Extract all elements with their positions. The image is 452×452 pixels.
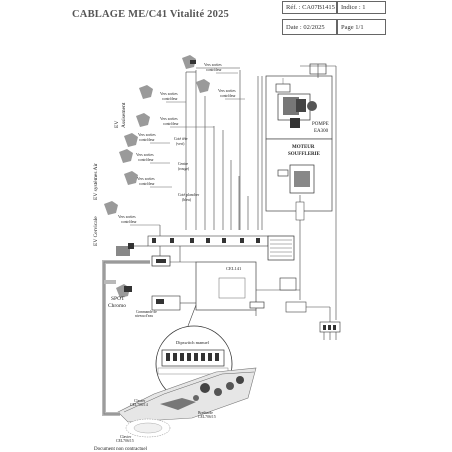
keypads: Clavier CEL706/14 Bretharde CEL706/15 Cl…	[116, 367, 257, 443]
valve-2: Vers sorties contrôleur	[196, 79, 245, 100]
blower-label: SOUFFLERIE	[288, 152, 321, 157]
group-label-assis-2: Assisement	[121, 102, 127, 128]
keypad-bottom-ref: CEL706/15	[116, 439, 134, 443]
svg-text:Vers sorties: Vers sorties	[160, 92, 178, 96]
group-label-cervicale: EV Cervicale	[93, 216, 99, 246]
svg-text:contrôleur: contrôleur	[163, 122, 179, 126]
spot-label: SPOT	[111, 296, 125, 302]
transformer	[116, 243, 148, 256]
light-connector	[151, 255, 171, 267]
main-harness	[102, 260, 150, 416]
svg-text:contrôleur: contrôleur	[206, 68, 222, 72]
spot-sub: Chromo	[108, 303, 126, 309]
svg-text:contrôleur: contrôleur	[162, 97, 178, 101]
valve-cervicale: Vers sorties contrôleur	[104, 201, 161, 238]
valve-4: Vers sorties contrôleur	[136, 113, 214, 128]
svg-text:contrôleur: contrôleur	[121, 220, 137, 224]
date-box: Date : 02/2025	[282, 19, 337, 35]
svg-text:Coté plancher: Coté plancher	[178, 193, 200, 197]
valve-1: Vers sorties contrôleur	[182, 55, 238, 74]
svg-text:Vers sorties: Vers sorties	[136, 153, 154, 157]
page-title: CABLAGE ME/C41 Vitalité 2025	[72, 9, 229, 20]
svg-text:contrôleur: contrôleur	[139, 182, 155, 186]
group-label-assis: EV	[114, 121, 120, 128]
pump-ref: EA300	[314, 129, 329, 134]
group-label-air: EV systèmes Air	[93, 163, 99, 200]
main-board: CEL141	[147, 230, 337, 320]
keypad-right-ref: CEL706/15	[198, 415, 216, 419]
valve-3: Vers sorties contrôleur	[139, 85, 186, 103]
svg-text:(vert): (vert)	[176, 142, 185, 146]
svg-text:Centre: Centre	[178, 162, 188, 166]
svg-text:Commande de: Commande de	[136, 310, 157, 314]
svg-text:(bleu): (bleu)	[182, 198, 192, 202]
valve-centre: Vers sorties contrôleur Centre (rouge)	[119, 149, 190, 171]
reference-box: Réf. : CA07B1415	[282, 1, 337, 14]
capacitor	[295, 201, 305, 221]
keypad-left-label: Clavier	[134, 399, 146, 403]
svg-text:Vers sorties: Vers sorties	[160, 117, 178, 121]
svg-text:Vers sorties: Vers sorties	[138, 133, 156, 137]
motor-label: MOTEUR	[292, 145, 315, 150]
svg-text:niveau d'eau: niveau d'eau	[135, 314, 153, 318]
valve-cote-tete: Vers sorties contrôleur Coté tête (vert)	[124, 133, 188, 147]
footer-disclaimer: Document non contractuel	[94, 447, 148, 452]
spot-chromo: SPOT Chromo Commande de niveau d'eau	[108, 284, 196, 318]
keypad-left-ref: CEL706/14	[130, 403, 148, 407]
index-box: Indice : 1	[337, 1, 386, 14]
svg-text:(rouge): (rouge)	[178, 167, 190, 171]
page-box: Page 1/1	[337, 19, 386, 35]
valve-wires	[185, 67, 263, 230]
keypad-bottom-label: Clavier	[120, 435, 132, 439]
svg-text:Coté tête: Coté tête	[174, 137, 188, 141]
cel-label: CEL141	[226, 266, 241, 271]
power-connector	[319, 307, 341, 340]
inject-box	[279, 277, 297, 291]
svg-text:Vers sorties: Vers sorties	[118, 215, 136, 219]
svg-text:Vers sorties: Vers sorties	[137, 177, 155, 181]
svg-text:contrôleur: contrôleur	[139, 138, 155, 142]
pump-section: POMPE EA300 MOTEUR SOUFFLERIE	[265, 63, 337, 240]
svg-text:contrôleur: contrôleur	[220, 94, 236, 98]
svg-text:Vers sorties: Vers sorties	[218, 89, 236, 93]
keypad-right-label: Bretharde	[198, 411, 213, 415]
dipswitch-label: Dipswitch manuel	[176, 340, 210, 345]
pump-windings	[283, 97, 299, 115]
svg-text:contrôleur: contrôleur	[138, 158, 154, 162]
svg-text:Vers sorties: Vers sorties	[204, 63, 222, 67]
valve-cote-pied: Vers sorties contrôleur Coté plancher (b…	[124, 171, 200, 202]
pump-label: POMPE	[312, 122, 329, 127]
